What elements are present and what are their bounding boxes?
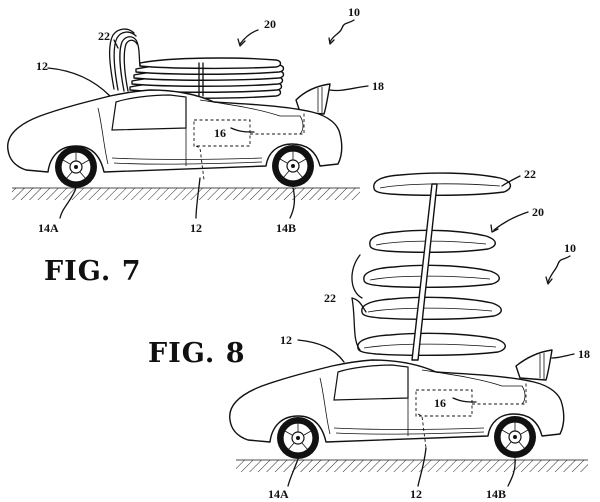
fig7-label-18: 18 [372, 79, 384, 93]
fig7-label-16: 16 [214, 126, 226, 140]
fig8-title: FIG. 8 [148, 338, 245, 369]
fig7-drawing: 10 20 22 12 18 16 14A 12 14B FIG. 7 [7, 5, 384, 287]
fig7-label-12-top: 12 [36, 59, 48, 73]
fig8-label-22-top: 22 [524, 167, 536, 181]
fig8-label-18: 18 [578, 347, 590, 361]
fig8-label-12-bottom: 12 [410, 487, 422, 501]
fig7-wheel-rear [272, 145, 314, 187]
fig7-tail-fin [295, 83, 331, 115]
fig7-wheel-front [55, 146, 97, 188]
fig8-wheel-rear [494, 416, 536, 458]
fig8-label-20: 20 [532, 205, 544, 219]
fig7-label-10: 10 [348, 5, 360, 19]
fig7-label-14a: 14A [38, 221, 59, 235]
fig8-drawing: 10 20 22 22 12 18 16 14A 12 14B FIG. 8 [148, 167, 590, 501]
fig8-label-16: 16 [434, 396, 446, 410]
fig8-label-12-top: 12 [280, 333, 292, 347]
fig8-tail-fin [515, 349, 553, 381]
fig8-label-14a: 14A [268, 487, 289, 501]
fig7-label-12-bottom: 12 [190, 221, 202, 235]
fig8-deployed-wings [357, 172, 511, 361]
fig7-wing-stack [108, 28, 285, 99]
fig7-label-22: 22 [98, 29, 110, 43]
fig8-label-10: 10 [564, 241, 576, 255]
fig8-wheel-front [277, 417, 319, 459]
fig8-label-22: 22 [324, 291, 336, 305]
fig8-label-14b: 14B [486, 487, 506, 501]
fig8-leaders [287, 175, 575, 487]
fig8-ground [236, 459, 588, 472]
fig8-vehicle-body [229, 359, 565, 449]
fig7-title: FIG. 7 [44, 256, 141, 287]
fig7-ground [12, 187, 360, 200]
fig7-leaders [47, 19, 369, 219]
fig7-vehicle-body [7, 89, 343, 181]
fig7-label-20: 20 [264, 17, 276, 31]
fig7-label-14b: 14B [276, 221, 296, 235]
